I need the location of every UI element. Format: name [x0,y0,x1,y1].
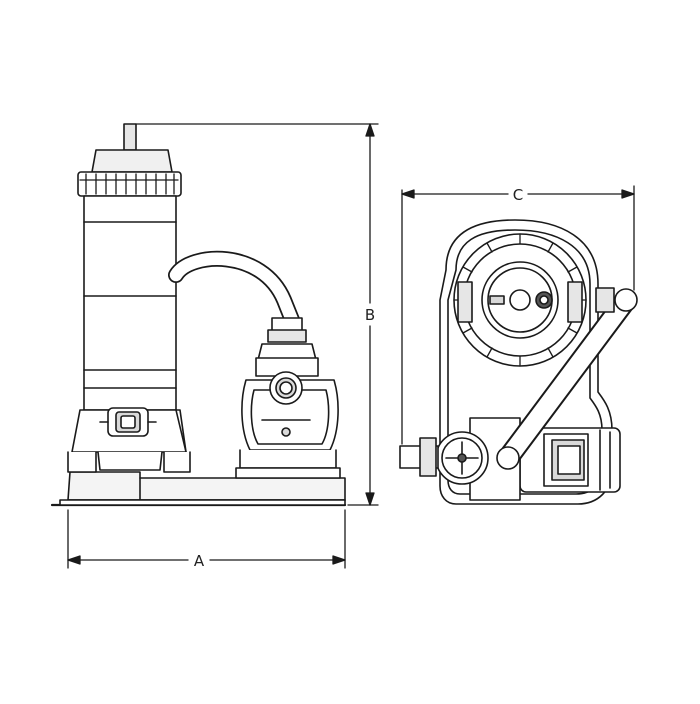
connecting-hose [168,250,307,343]
filter-lid-top [453,233,587,367]
dimension-c-label: C [513,186,523,204]
side-view: A B [50,123,379,570]
pump-motor-top [399,417,621,501]
filter-handle [123,123,137,151]
dimension-a [67,509,346,569]
top-view: C [399,185,638,505]
dimension-b-label: B [365,306,375,324]
filter-outlet-port [99,407,157,437]
hose-top [496,287,638,470]
cartridge-filter [67,123,191,473]
dimension-b [135,123,379,506]
base-plate [59,471,346,506]
filter-body [83,195,177,411]
dimension-a-label: A [194,552,205,570]
pump [235,343,341,479]
dimension-c [401,185,635,445]
